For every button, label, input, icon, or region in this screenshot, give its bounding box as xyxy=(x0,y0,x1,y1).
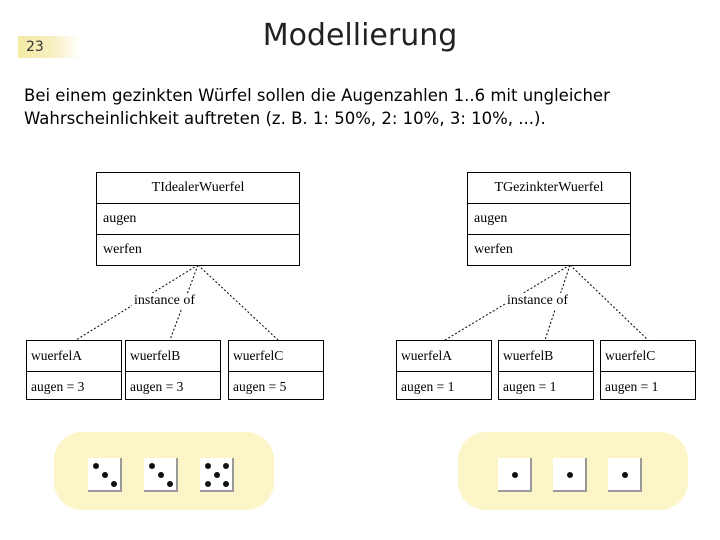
object-name: wuerfelB xyxy=(126,341,220,372)
die-pip xyxy=(622,472,628,478)
intro-line-1: Bei einem gezinkten Würfel sollen die Au… xyxy=(24,86,610,105)
class-attribute: augen xyxy=(474,211,508,226)
die-pip xyxy=(205,481,211,487)
die-pip xyxy=(93,463,99,469)
object-value: augen = 3 xyxy=(130,379,184,394)
page-title: Modellierung xyxy=(0,18,720,53)
class-tgezinkterwuerfel: TGezinkterWuerfel augen werfen xyxy=(467,172,631,266)
die-pip xyxy=(167,481,173,487)
die-left-b xyxy=(144,458,178,492)
die-right-a xyxy=(498,458,532,492)
object-name: wuerfelC xyxy=(229,341,323,372)
die-right-c xyxy=(608,458,642,492)
die-pip xyxy=(205,463,211,469)
class-name: TIdealerWuerfel xyxy=(97,173,299,204)
object-value: augen = 5 xyxy=(233,379,287,394)
die-pip xyxy=(149,463,155,469)
page-title-text: Modellierung xyxy=(262,18,458,53)
class-tidealerwuerfel: TIdealerWuerfel augen werfen xyxy=(96,172,300,266)
object-right-wuerfela: wuerfelA augen = 1 xyxy=(396,340,492,400)
class-method: werfen xyxy=(468,234,630,265)
class-name: TGezinkterWuerfel xyxy=(468,173,630,204)
die-left-c xyxy=(200,458,234,492)
class-attribute: augen xyxy=(103,211,137,226)
instance-of-label-right: instance of xyxy=(505,293,571,309)
die-pip xyxy=(102,472,108,478)
intro-line-2: Wahrscheinlichkeit auftreten (z. B. 1: 5… xyxy=(24,109,546,128)
object-left-wuerfelc: wuerfelC augen = 5 xyxy=(228,340,324,400)
object-left-wuerfelb: wuerfelB augen = 3 xyxy=(125,340,221,400)
object-left-wuerfela: wuerfelA augen = 3 xyxy=(26,340,122,400)
object-right-wuerfelb: wuerfelB augen = 1 xyxy=(498,340,594,400)
connector-right-c xyxy=(569,264,649,341)
connector-right-b xyxy=(544,264,571,341)
object-right-wuerfelc: wuerfelC augen = 1 xyxy=(600,340,696,400)
object-name: wuerfelA xyxy=(27,341,121,372)
intro-text: Bei einem gezinkten Würfel sollen die Au… xyxy=(24,84,704,130)
class-method: werfen xyxy=(97,234,299,265)
die-pip xyxy=(223,463,229,469)
die-pip xyxy=(111,481,117,487)
die-pip xyxy=(214,472,220,478)
die-pip xyxy=(158,472,164,478)
connector-left-c xyxy=(197,264,279,341)
die-pip xyxy=(567,472,573,478)
object-value: augen = 1 xyxy=(605,379,659,394)
object-value: augen = 3 xyxy=(31,379,85,394)
die-left-a xyxy=(88,458,122,492)
object-value: augen = 1 xyxy=(401,379,455,394)
die-pip xyxy=(512,472,518,478)
object-name: wuerfelC xyxy=(601,341,695,372)
object-value: augen = 1 xyxy=(503,379,557,394)
object-name: wuerfelA xyxy=(397,341,491,372)
die-right-b xyxy=(553,458,587,492)
die-pip xyxy=(223,481,229,487)
slide-number: 23 xyxy=(18,36,80,58)
object-name: wuerfelB xyxy=(499,341,593,372)
instance-of-label-left: instance of xyxy=(132,293,198,309)
